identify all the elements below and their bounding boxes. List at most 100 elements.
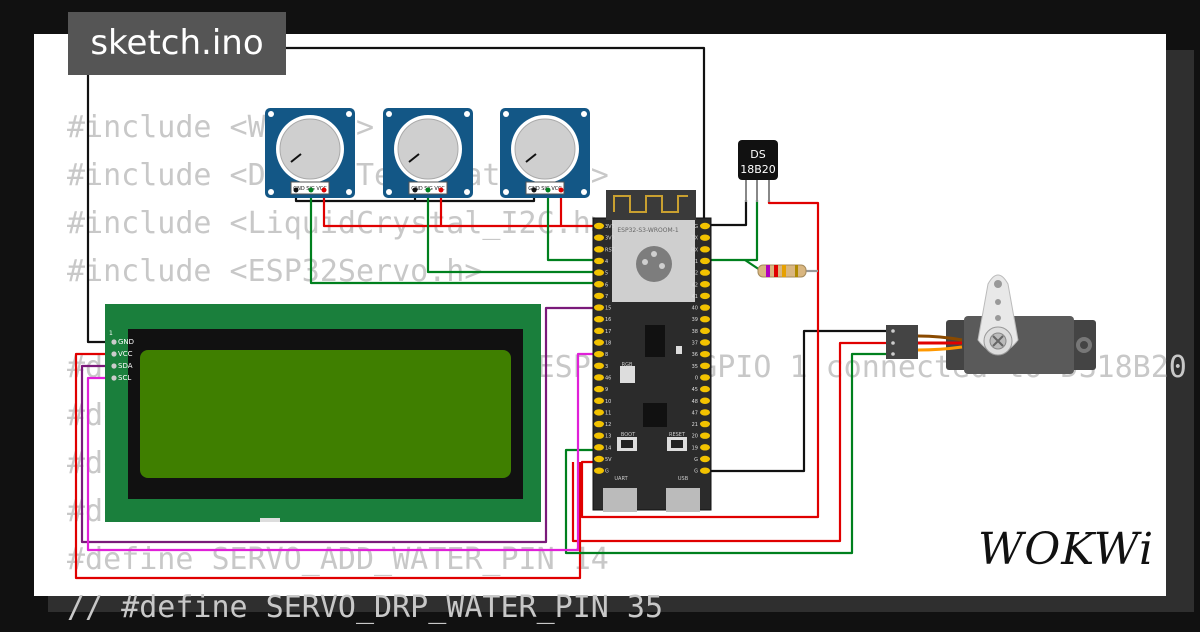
- pot-pin-dots: [293, 187, 564, 193]
- pin-label-right-14: 45: [692, 387, 698, 393]
- pin-left-4: [594, 269, 604, 276]
- rgb-label: RGB: [622, 362, 633, 368]
- pin-right-13: [700, 374, 710, 381]
- potentiometer-3: GND SIG VCC: [500, 108, 590, 198]
- pin-right-2: [700, 246, 710, 253]
- pin-label-right-8: 39: [692, 317, 698, 323]
- pin-label-left-3: 4: [605, 259, 608, 265]
- pin-label-right-17: 21: [692, 422, 698, 428]
- pin-right-5: [700, 281, 710, 288]
- pin-label-right-7: 40: [692, 306, 698, 312]
- servo-motor: [886, 274, 1096, 374]
- pin-label-left-2: RST: [605, 247, 616, 253]
- pin-right-14: [700, 385, 710, 393]
- pin-right-11: [700, 350, 710, 358]
- wire-vcc-pots: [322, 196, 598, 228]
- uart-label: UART: [614, 476, 628, 482]
- wire-data-pullup: [744, 259, 761, 271]
- boot-label: BOOT: [621, 432, 636, 438]
- pin-left-2: [594, 246, 604, 253]
- ds18b20-sensor: DS 18B20: [738, 140, 778, 202]
- pin-right-6: [700, 292, 710, 300]
- pin-left-14: [594, 385, 604, 393]
- pin-label-left-0: 3V3: [605, 224, 615, 230]
- pin-left-21: [594, 467, 604, 474]
- pin-label-left-21: G: [605, 469, 609, 475]
- pin-right-15: [700, 397, 710, 404]
- pin-label-left-14: 9: [605, 387, 608, 393]
- wire-sda: [80, 306, 598, 544]
- pin-label-left-7: 15: [605, 306, 611, 312]
- pin-label-right-19: 19: [692, 445, 698, 451]
- pin-label-right-21: G: [694, 469, 698, 475]
- module-label: ESP32-S3-WROOM-1: [617, 227, 678, 234]
- pin-label-right-3: 1: [695, 259, 698, 265]
- pin-left-5: [594, 281, 604, 288]
- wire-vcc-lcd: [74, 352, 582, 580]
- pin-left-10: [594, 339, 604, 346]
- pin-label-left-9: 17: [605, 329, 611, 335]
- pin-left-0: [594, 222, 604, 230]
- pin-right-0: [700, 222, 710, 230]
- wire-scl: [86, 352, 598, 552]
- pin-right-10: [700, 339, 710, 346]
- pin-left-3: [594, 257, 604, 265]
- pin-label-left-5: 6: [605, 282, 608, 288]
- lcd-pin-gnd: GND: [118, 338, 134, 346]
- pin-label-left-1: 3V3: [605, 236, 615, 242]
- wire-gnd-top: [88, 46, 706, 225]
- pin-left-9: [594, 327, 604, 335]
- pin-label-right-5: 42: [692, 282, 698, 288]
- pin-right-21: [700, 467, 710, 474]
- pin-label-left-18: 13: [605, 434, 611, 440]
- pin-label-right-9: 38: [692, 329, 698, 335]
- pin-left-11: [594, 350, 604, 358]
- wire-gnd-ds18b20: [706, 200, 748, 227]
- pin-left-19: [594, 444, 604, 451]
- pin-label-right-13: 0: [695, 375, 698, 381]
- wire-sig-pot3: [546, 196, 598, 262]
- pin-label-left-13: 46: [605, 375, 611, 381]
- pin-label-left-12: 3: [605, 364, 608, 370]
- pin-label-left-17: 12: [605, 422, 611, 428]
- pin-label-left-15: 10: [605, 399, 611, 405]
- lcd-pin-sda: SDA: [118, 362, 133, 370]
- pin-right-4: [700, 269, 710, 276]
- pin-left-7: [594, 304, 604, 311]
- pin-right-19: [700, 444, 710, 451]
- pin-label-right-4: 2: [695, 271, 698, 277]
- reset-label: RESET: [669, 432, 686, 438]
- pullup-resistor: [757, 264, 807, 278]
- wire-sig-servo: [564, 352, 893, 555]
- potentiometer-1: GND SIG VCC: [265, 108, 355, 198]
- pin-label-left-11: 8: [605, 352, 608, 358]
- usb-label: USB: [678, 476, 689, 482]
- pin-left-15: [594, 397, 604, 404]
- sketch-title: sketch.ino: [68, 12, 286, 75]
- pin-label-right-6: 41: [692, 294, 698, 300]
- pin-label-left-16: 11: [605, 410, 611, 416]
- wire-gnd-bus: [86, 42, 112, 344]
- pin-label-right-0: G: [694, 224, 698, 230]
- pin-right-16: [700, 409, 710, 416]
- pin-label-right-2: RX: [691, 247, 698, 253]
- pin-label-left-10: 18: [605, 341, 611, 347]
- pin-label-left-4: 5: [605, 271, 608, 277]
- lcd-pin-scl: SCL: [118, 374, 131, 382]
- pin-left-1: [594, 234, 604, 241]
- esp32-s3-devkit: ESP32-S3-WROOM-1 RGB BOOT RESET UART USB…: [592, 190, 712, 512]
- pin-label-left-19: 14: [605, 445, 611, 451]
- pin-left-6: [594, 292, 604, 300]
- pin-label-left-20: 5V: [605, 457, 612, 463]
- pin-left-12: [594, 362, 604, 369]
- wire-sig-pot2: [426, 196, 598, 274]
- pin-label-right-11: 36: [692, 352, 698, 358]
- pin-left-16: [594, 409, 604, 416]
- pin-right-17: [700, 420, 710, 428]
- pin-left-13: [594, 374, 604, 381]
- pin-left-8: [594, 316, 604, 323]
- sensor-label-2: 18B20: [740, 163, 776, 176]
- pin-left-20: [594, 455, 604, 463]
- pin-label-left-6: 7: [605, 294, 608, 300]
